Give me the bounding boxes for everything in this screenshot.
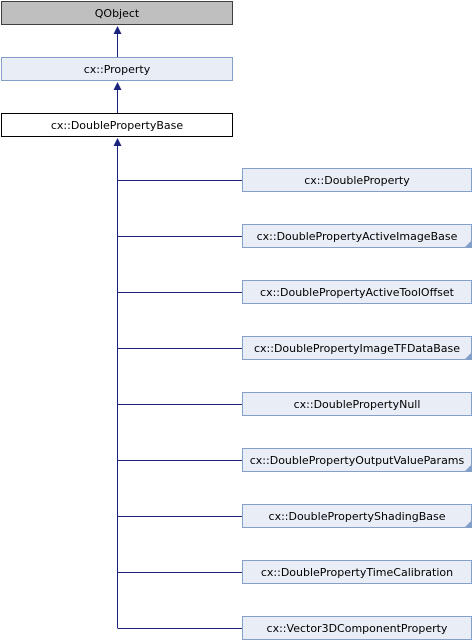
class-label: QObject [94,6,140,20]
class-node-qobject[interactable]: QObject [1,1,233,25]
edge-layer [113,26,242,629]
class-label: cx::DoublePropertyShadingBase [268,509,446,523]
class-label: cx::DoublePropertyActiveImageBase [256,229,458,243]
more-derived-marker [465,353,471,359]
class-node-child[interactable]: cx::DoublePropertyNull [242,392,472,416]
arrowhead-qobject [113,26,122,34]
class-label: cx::DoublePropertyNull [293,397,421,411]
class-label: cx::DoublePropertyTimeCalibration [260,565,454,579]
more-derived-marker [465,465,471,471]
class-node-child[interactable]: cx::DoublePropertyActiveToolOffset [242,280,472,304]
class-label: cx::DoublePropertyBase [50,118,184,132]
more-derived-marker [465,241,471,247]
class-label: cx::Property [83,62,151,76]
class-label: cx::Vector3DComponentProperty [266,621,448,635]
more-derived-marker [465,521,471,527]
class-node-child[interactable]: cx::DoublePropertyShadingBase [242,504,472,528]
class-node-child[interactable]: cx::DoublePropertyActiveImageBase [242,224,472,248]
class-label: cx::DoublePropertyActiveToolOffset [260,285,454,299]
class-label: cx::DoubleProperty [304,173,410,187]
class-node-child[interactable]: cx::DoublePropertyOutputValueParams [242,448,472,472]
class-node-property[interactable]: cx::Property [1,57,233,81]
arrowhead-double-property-base [113,138,122,146]
class-node-child[interactable]: cx::DoublePropertyImageTFDataBase [242,336,472,360]
class-label: cx::DoublePropertyImageTFDataBase [253,341,461,355]
class-node-double-property-base[interactable]: cx::DoublePropertyBase [1,113,233,137]
class-node-child[interactable]: cx::Vector3DComponentProperty [242,616,472,640]
arrowhead-property [113,82,122,90]
class-node-child[interactable]: cx::DoublePropertyTimeCalibration [242,560,472,584]
class-label: cx::DoublePropertyOutputValueParams [249,453,465,467]
class-node-child[interactable]: cx::DoubleProperty [242,168,472,192]
